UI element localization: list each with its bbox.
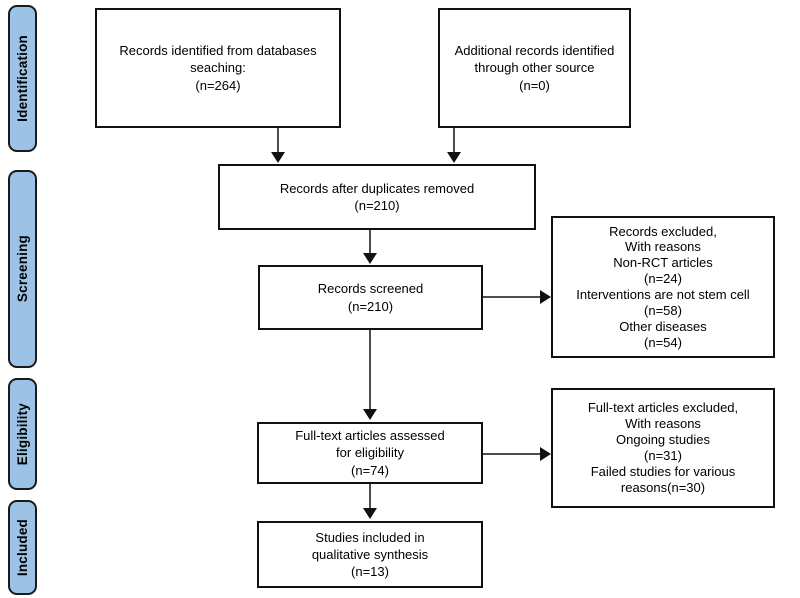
connector-identified-to-duplicates [277,128,279,154]
box-records-excluded: Records excluded, With reasons Non-RCT a… [551,216,775,358]
stage-tab-screening: Screening [8,170,37,368]
connector-other-source-to-duplicates [453,128,455,154]
arrowhead-fulltext-to-excluded [540,447,551,461]
stage-tab-eligibility: Eligibility [8,378,37,490]
connector-fulltext-to-excluded [483,453,541,455]
box-records-screened: Records screened (n=210) [258,265,483,330]
box-records-screened-text: Records screened (n=210) [317,281,424,314]
stage-tab-identification: Identification [8,5,37,152]
connector-screened-to-excluded [483,296,541,298]
box-studies-included: Studies included in qualitative synthesi… [257,521,483,588]
stage-tab-screening-label: Screening [14,235,30,303]
box-additional-records-other-source-text: Additional records identified through ot… [454,43,615,93]
stage-tab-identification-label: Identification [14,35,30,122]
box-fulltext-assessed: Full-text articles assessed for eligibil… [257,422,483,484]
box-records-after-duplicates-text: Records after duplicates removed (n=210) [279,180,475,213]
arrowhead-screened-to-fulltext [363,409,377,420]
stage-tab-eligibility-label: Eligibility [14,402,30,466]
arrowhead-other-source-to-duplicates [447,152,461,163]
box-additional-records-other-source: Additional records identified through ot… [438,8,631,128]
connector-fulltext-to-included [369,484,371,510]
box-fulltext-excluded: Full-text articles excluded, With reason… [551,388,775,508]
stage-tab-included-label: Included [14,518,30,577]
box-records-after-duplicates: Records after duplicates removed (n=210) [218,164,536,230]
arrowhead-fulltext-to-included [363,508,377,519]
box-fulltext-excluded-text: Full-text articles excluded, With reason… [587,400,739,495]
arrowhead-screened-to-excluded [540,290,551,304]
arrowhead-identified-to-duplicates [271,152,285,163]
box-records-identified-databases: Records identified from databases seachi… [95,8,341,128]
connector-screened-to-fulltext [369,330,371,410]
box-studies-included-text: Studies included in qualitative synthesi… [311,529,429,580]
connector-duplicates-to-screened [369,230,371,255]
arrowhead-duplicates-to-screened [363,253,377,264]
stage-tab-included: Included [8,500,37,595]
box-records-identified-databases-text: Records identified from databases seachi… [119,43,317,93]
box-fulltext-assessed-text: Full-text articles assessed for eligibil… [295,428,445,478]
box-records-excluded-text: Records excluded, With reasons Non-RCT a… [576,223,750,350]
